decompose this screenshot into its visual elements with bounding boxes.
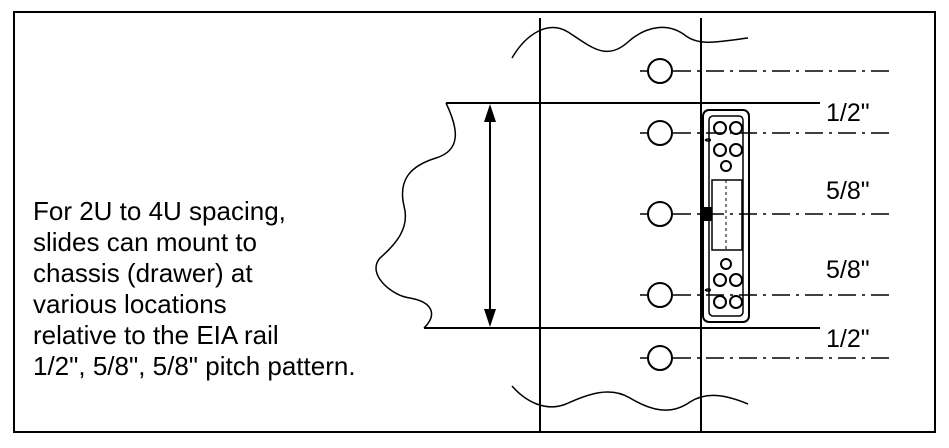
dimension-label-half-top: 1/2" (826, 99, 870, 127)
rail-break-bottom (511, 385, 749, 411)
dimension-label-five-eighths-2: 5/8" (826, 256, 870, 284)
caption-line: various locations (33, 289, 227, 319)
caption-line: relative to the EIA rail (33, 320, 279, 350)
caption-line: chassis (drawer) at (33, 258, 253, 288)
rail-break-top (511, 26, 749, 59)
caption-line: 1/2", 5/8", 5/8" pitch pattern. (33, 351, 356, 381)
eia-hole (647, 201, 673, 227)
dimension-arrow-head-down (484, 309, 496, 327)
eia-hole (647, 345, 673, 371)
eia-hole (647, 58, 673, 84)
diagram-frame (13, 11, 936, 433)
dimension-arrow-head-up (484, 104, 496, 122)
dimension-label-half-bottom: 1/2" (826, 325, 870, 353)
eia-hole (647, 120, 673, 146)
caption-line: slides can mount to (33, 227, 258, 257)
slide-cross-section (702, 109, 750, 323)
caption-line: For 2U to 4U spacing, (33, 196, 286, 226)
chassis-break-line (375, 102, 457, 329)
spacing-caption: For 2U to 4U spacing, slides can mount t… (33, 196, 356, 382)
eia-hole (647, 282, 673, 308)
dimension-label-five-eighths-1: 5/8" (826, 177, 870, 205)
